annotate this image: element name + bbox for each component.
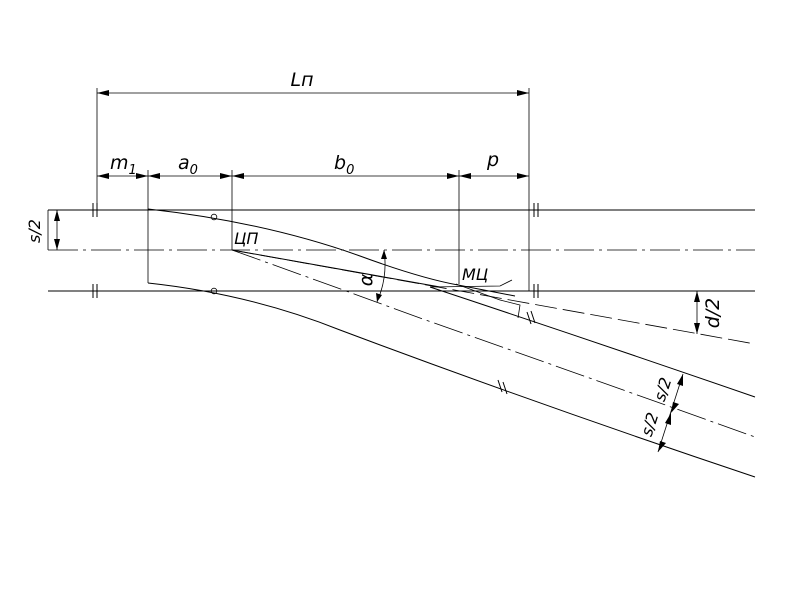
label-half-gauge-lower: s/2 [637,410,662,439]
switch-point-marker-bottom [210,287,218,295]
alpha-arrow-top [381,250,387,259]
frog-geometry [210,213,756,345]
main-track [48,203,755,298]
dimension-half-d: d/2 [694,291,724,334]
label-p: p [486,149,499,171]
dimension-half-gauge-diverging: s/2 s/2 [637,373,684,453]
diverging-axis-dashed [231,249,756,345]
diverging-track-centerline [231,249,756,438]
rail-joint-right-top [533,203,539,217]
label-half-d: d/2 [702,298,724,329]
label-frog-center: ЦП [234,229,258,248]
dimension-chain: m1 a0 b0 p [97,149,529,179]
extension-lines [47,88,530,291]
label-frog-math: МЦ [462,265,488,284]
diverging-track [147,208,756,478]
label-half-gauge-left: s/2 [25,219,44,243]
label-alpha: α [355,273,377,286]
diverging-rail-outer [147,282,756,478]
rail-joint-diverging-inner [526,310,536,325]
rail-joint-diverging-outer [497,379,508,395]
dimension-total-length: Lп [97,69,529,96]
switch-point-marker-top [210,213,218,221]
label-half-gauge-upper: s/2 [650,375,675,404]
label-m1: m1 [110,152,137,178]
switch-rail-upper [147,208,516,297]
alpha-arrow-bottom [376,293,382,302]
rail-joint-left-bottom [92,284,98,298]
dimension-half-gauge-left: s/2 [25,210,60,250]
frog-nose [455,283,521,319]
diverging-rail-inner [429,286,756,398]
wing-rail [429,279,513,288]
label-b0: b0 [334,152,354,178]
label-total-length: Lп [290,69,313,91]
rail-joint-right-bottom [533,284,539,298]
label-a0: a0 [178,152,198,178]
